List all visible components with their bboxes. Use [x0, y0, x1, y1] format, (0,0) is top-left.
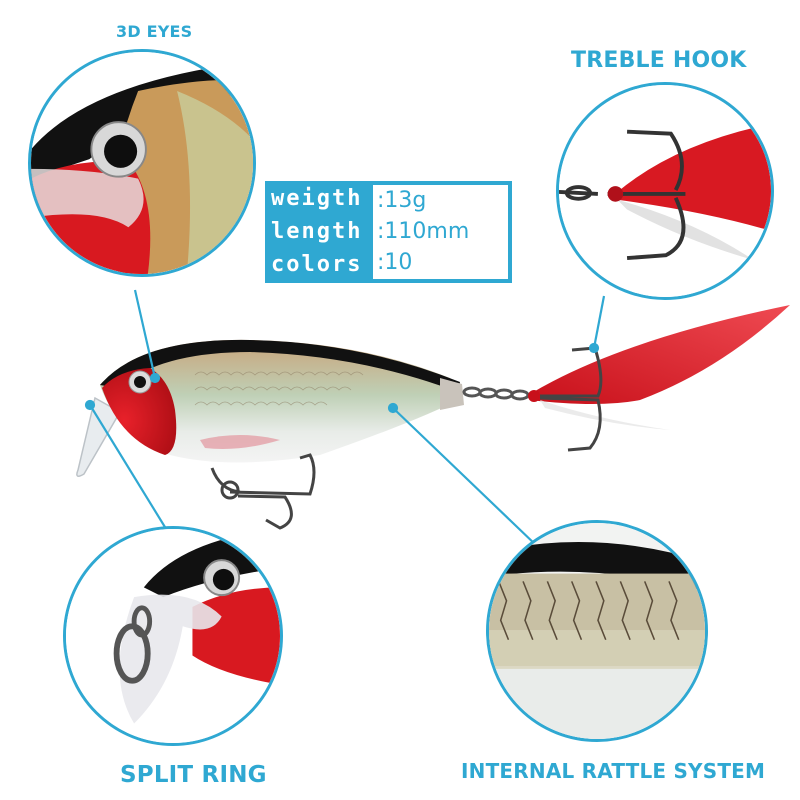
rattle-closeup-image	[489, 523, 705, 739]
eye-closeup-image	[31, 52, 253, 274]
detail-circle-split-ring	[63, 526, 283, 746]
split-ring-closeup-image	[66, 529, 280, 743]
spec-value-weight: :13g	[377, 187, 427, 213]
spec-value-colors: :10	[377, 250, 413, 276]
spec-table: weigth length colors :13g :110mm :10	[265, 181, 512, 283]
spec-label-length: length	[271, 218, 363, 244]
spec-label-weight: weigth	[271, 186, 363, 212]
spec-value-length: :110mm	[377, 218, 470, 244]
spec-values: :13g :110mm :10	[373, 185, 508, 279]
label-treble-hook: TREBLE HOOK	[571, 48, 747, 73]
detail-circle-3d-eyes	[28, 49, 256, 277]
label-3d-eyes: 3D EYES	[116, 22, 193, 41]
detail-circle-internal-rattle	[486, 520, 708, 742]
label-internal-rattle: INTERNAL RATTLE SYSTEM	[461, 759, 766, 783]
spec-labels: weigth length colors	[265, 181, 373, 283]
spec-label-colors: colors	[271, 251, 363, 277]
detail-circle-treble-hook	[556, 82, 774, 300]
label-split-ring: SPLIT RING	[120, 762, 267, 788]
hook-closeup-image	[559, 85, 771, 297]
